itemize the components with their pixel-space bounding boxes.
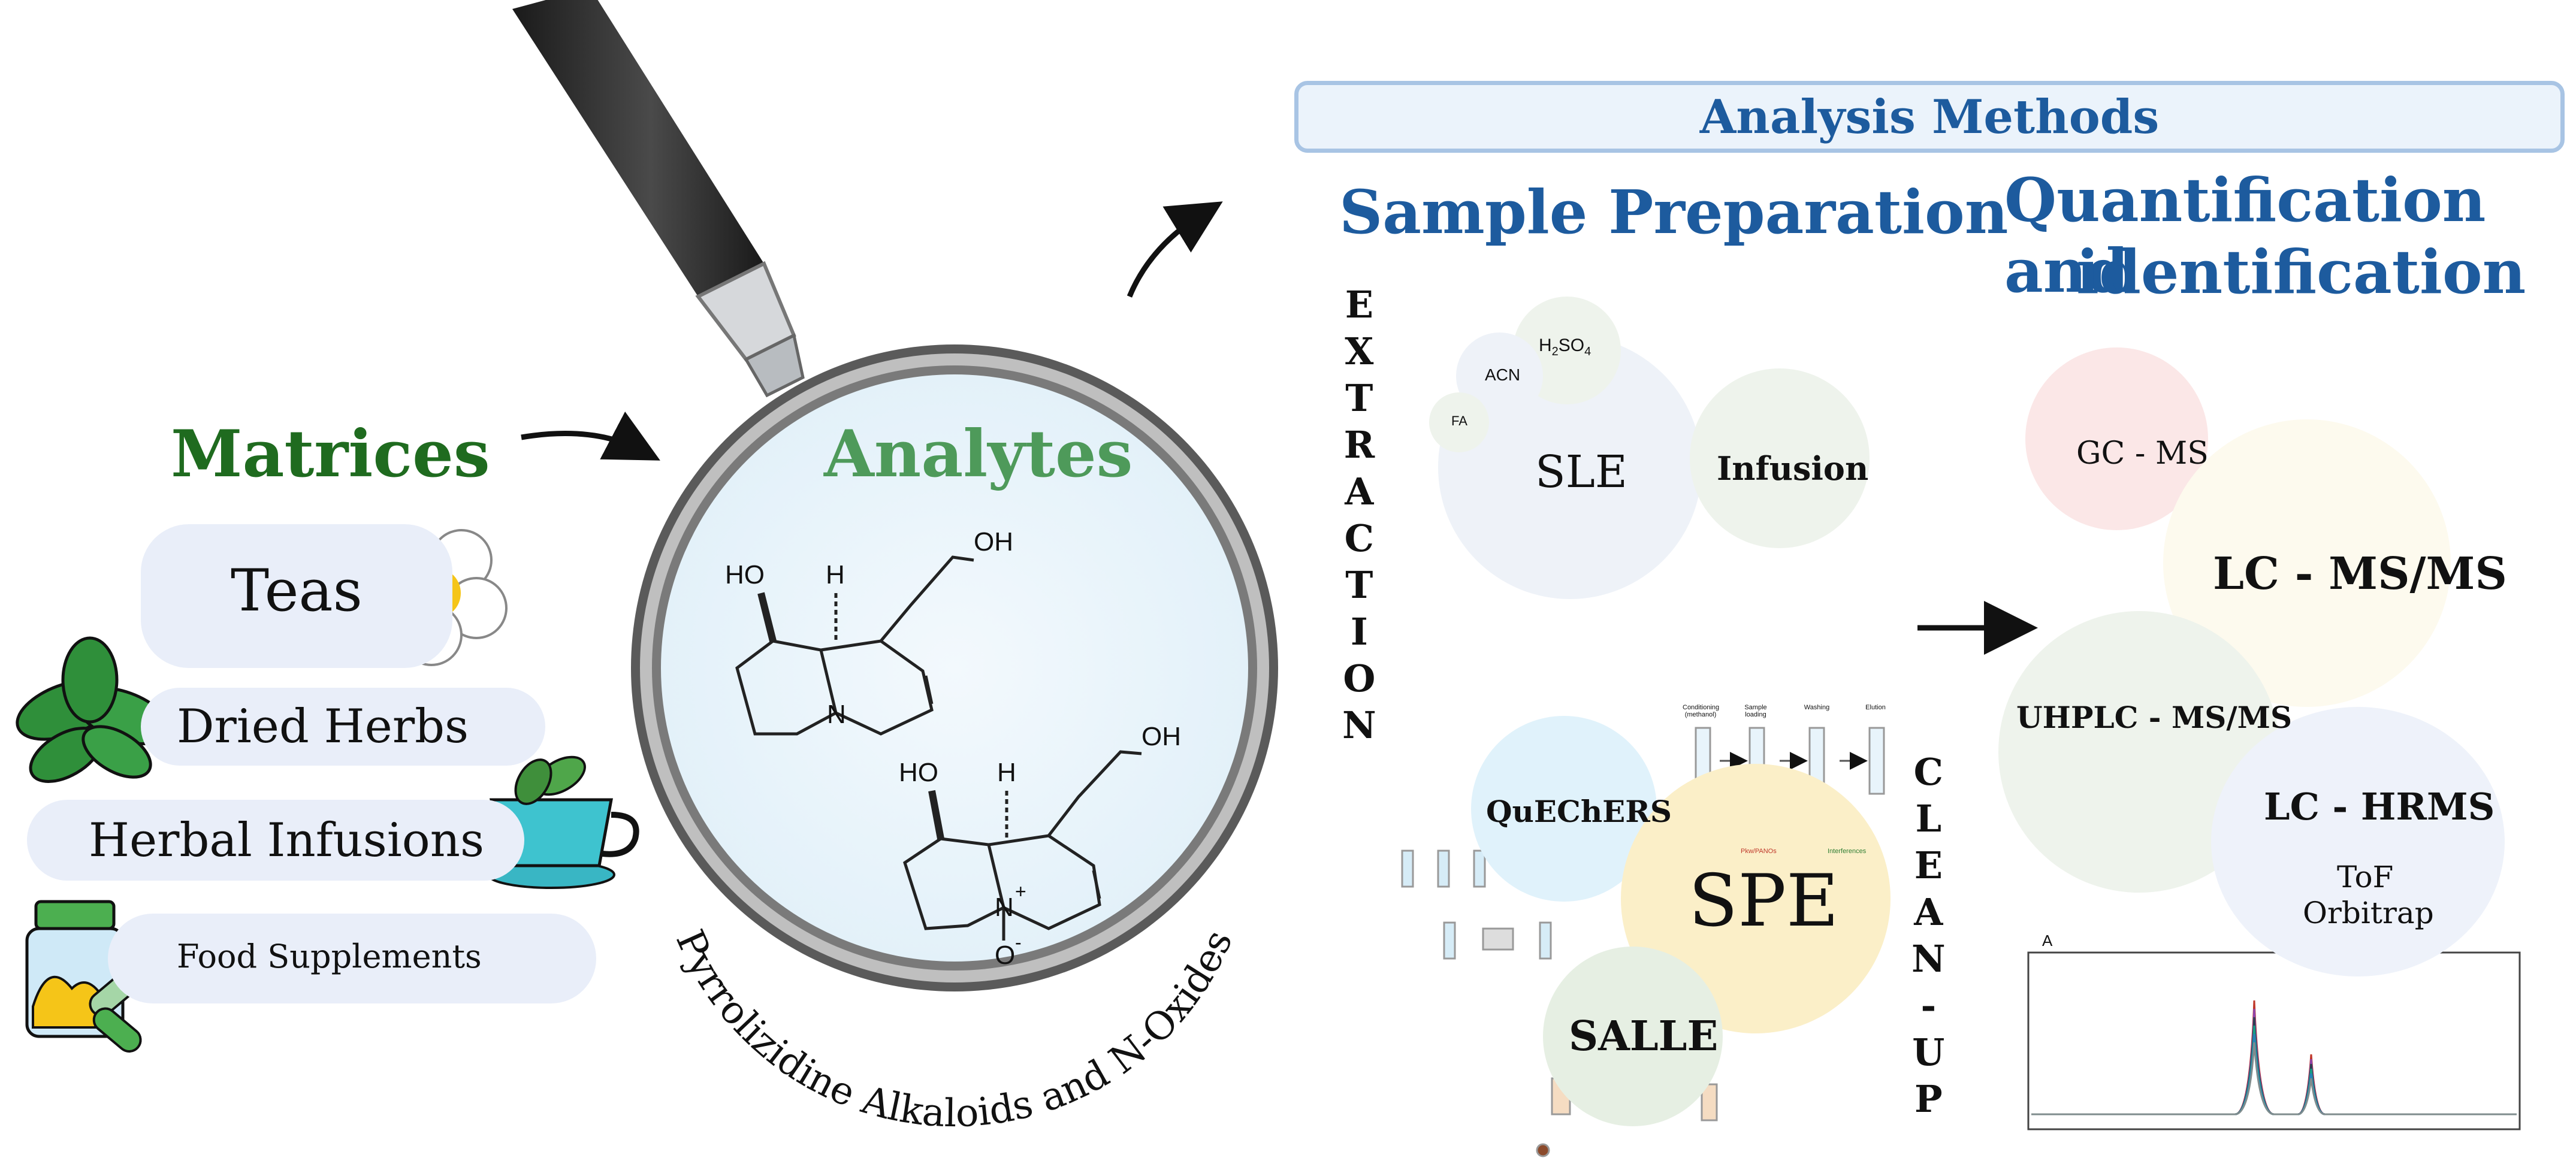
- extraction-letter: O: [1343, 657, 1376, 700]
- extraction-letter: A: [1345, 470, 1374, 513]
- extraction-letter: X: [1345, 329, 1374, 373]
- sample-preparation-heading: Sample Preparation: [1339, 177, 2009, 247]
- lcmsms-label: LC - MS/MS: [2213, 548, 2507, 600]
- orbitrap-label: Orbitrap: [2303, 896, 2434, 930]
- cleanup-letter: N: [1911, 937, 1946, 981]
- cleanup-letter: -: [1920, 984, 1937, 1027]
- matrices-heading: Matrices: [171, 416, 490, 492]
- chromatogram: [2027, 951, 2521, 1130]
- h2so4-sub4: 4: [1584, 345, 1591, 358]
- analytes-heading: Analytes: [824, 416, 1133, 492]
- analysis-methods-title: Analysis Methods: [1699, 89, 2160, 144]
- matrix-dried-herbs: Dried Herbs: [177, 700, 469, 754]
- molecule-n-oxide: [903, 750, 1142, 941]
- magnifier-handle: [512, 0, 805, 398]
- spe-step-4: Elution: [1865, 704, 1886, 711]
- mol2-h: H: [997, 758, 1016, 787]
- spe-step-1: Conditioning (methanol): [1683, 704, 1720, 718]
- molecule-pyrrolizidine: [735, 555, 974, 736]
- arrow-to-analysis: [1127, 201, 1223, 298]
- uhplc-label: UHPLC - MS/MS: [2016, 700, 2293, 735]
- salle-label: SALLE: [1569, 1012, 1719, 1060]
- quantification-heading-1: Quantification and: [2004, 165, 2486, 306]
- spe-step-2: Sample loading: [1744, 704, 1767, 718]
- analysis-methods-banner: Analysis Methods: [1294, 81, 2565, 153]
- infusion-label: Infusion: [1717, 449, 1869, 488]
- extraction-letter: T: [1345, 563, 1373, 607]
- cleanup-letter: C: [1913, 750, 1944, 794]
- matrix-herbal-infusions: Herbal Infusions: [89, 814, 484, 867]
- mol1-ho: HO: [725, 560, 765, 589]
- spe-step-3: Washing: [1804, 704, 1830, 711]
- cleanup-letter: L: [1915, 797, 1942, 841]
- h2so4-sub2: 2: [1551, 345, 1559, 358]
- h2so4-so: SO: [1558, 335, 1585, 355]
- quechers-label: QuEChERS: [1486, 794, 1672, 829]
- cleanup-letter: E: [1914, 844, 1943, 887]
- pill-teas: [141, 524, 452, 668]
- extraction-letter: T: [1345, 376, 1373, 420]
- matrix-food-supplements: Food Supplements: [177, 938, 482, 975]
- mol2-n: N: [995, 893, 1014, 922]
- matrix-teas: Teas: [231, 557, 363, 624]
- spe-label: SPE: [1689, 860, 1839, 943]
- h2so4-h: H: [1539, 335, 1552, 355]
- lchrms-circle: [2211, 707, 2505, 976]
- h2so4-label: H2SO4: [1539, 335, 1591, 359]
- arrow-matrices-to-analytes: [521, 412, 660, 461]
- extraction-letter: R: [1343, 423, 1375, 467]
- mol2-minus: -: [1015, 932, 1022, 953]
- spe-legend-1: Pkw/PANOs: [1741, 848, 1777, 855]
- cleanup-letter: U: [1912, 1030, 1945, 1074]
- mol1-h: H: [826, 560, 845, 589]
- infusion-circle: [1690, 368, 1870, 548]
- extraction-letter: E: [1345, 283, 1373, 326]
- salle-circle: [1543, 947, 1723, 1126]
- extraction-letter: I: [1350, 610, 1368, 654]
- lchrms-label: LC - HRMS: [2264, 785, 2495, 829]
- pill-dried-herbs: [141, 688, 545, 766]
- chromatogram-label: A: [2042, 932, 2053, 950]
- mol2-plus: +: [1015, 881, 1026, 902]
- fa-label: FA: [1451, 413, 1467, 428]
- cleanup-letter: A: [1914, 890, 1943, 934]
- sle-label: SLE: [1535, 446, 1627, 498]
- herb-icon: [16, 636, 170, 783]
- pill-food-supplements: [108, 914, 596, 1003]
- mol2-oh: OH: [1141, 722, 1181, 751]
- chromatogram-trace: [2031, 1042, 2517, 1115]
- mol1-n: N: [827, 700, 846, 729]
- mol1-oh: OH: [974, 527, 1013, 557]
- fa-circle: [1429, 392, 1489, 452]
- acn-label: ACN: [1485, 365, 1521, 384]
- spe-legend-2: Interferences: [1828, 848, 1867, 855]
- gcms-label: GC - MS: [2076, 436, 2209, 471]
- extraction-letter: C: [1344, 516, 1375, 560]
- quantification-heading-2: identification: [2076, 237, 2526, 307]
- cleanup-letter: P: [1914, 1077, 1943, 1121]
- mol2-ho: HO: [899, 758, 938, 787]
- pill-herbal-infusions: [27, 800, 524, 881]
- magnifier-lens: [631, 344, 1278, 991]
- mol2-o: O: [995, 941, 1016, 970]
- tof-label: ToF: [2337, 860, 2394, 894]
- extraction-letter: N: [1342, 703, 1376, 747]
